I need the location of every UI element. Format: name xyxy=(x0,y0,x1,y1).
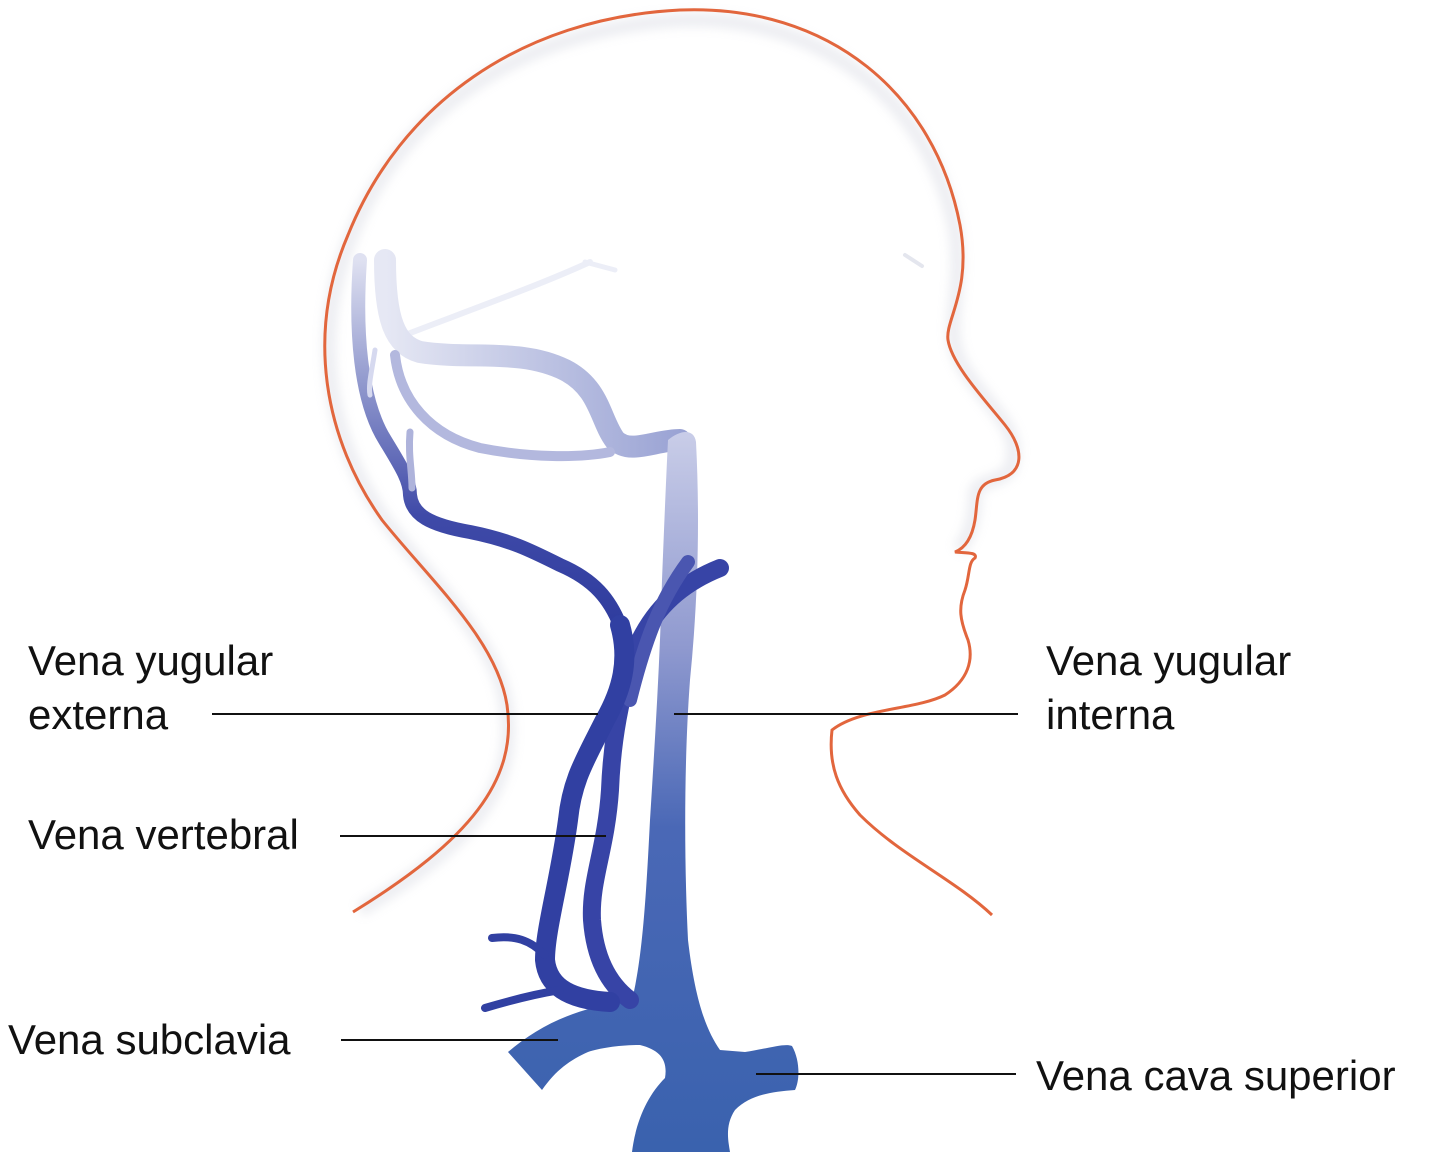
facial-veins xyxy=(358,255,680,625)
internal-jugular-vein xyxy=(508,432,798,1152)
label-external-jugular-line1: Vena yugular xyxy=(28,637,273,684)
label-internal-jugular-line1: Vena yugular xyxy=(1046,637,1291,684)
label-vertebral: Vena vertebral xyxy=(28,811,299,858)
ej-branch-lower xyxy=(485,990,560,1008)
label-external-jugular-line2: externa xyxy=(28,691,169,738)
label-internal-jugular-line2: interna xyxy=(1046,691,1175,738)
label-superior-vena-cava: Vena cava superior xyxy=(1036,1052,1396,1099)
eyebrow-hint xyxy=(905,255,922,266)
label-subclavian: Vena subclavia xyxy=(8,1016,291,1063)
